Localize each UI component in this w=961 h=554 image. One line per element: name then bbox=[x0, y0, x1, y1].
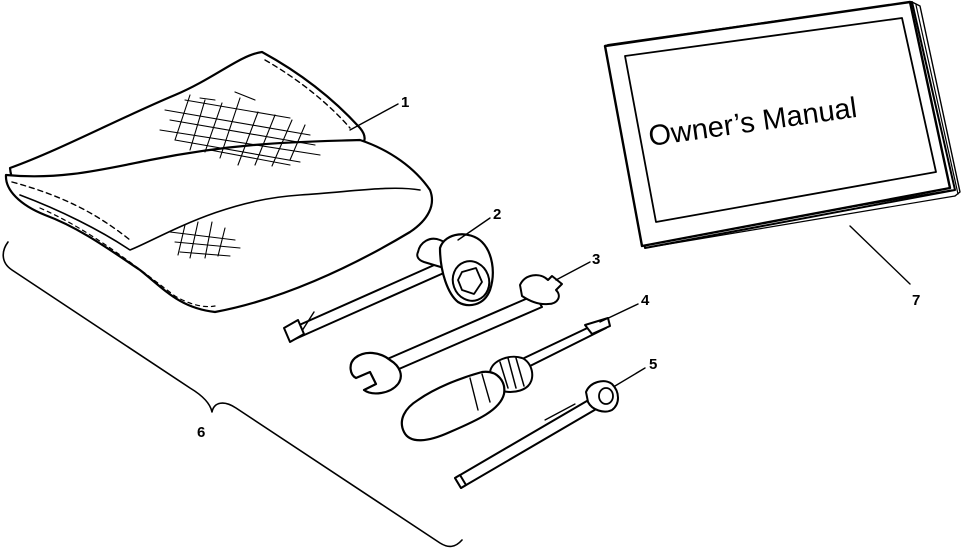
leader-1 bbox=[349, 103, 399, 131]
leader-3 bbox=[555, 261, 591, 281]
callout-1: 1 bbox=[401, 94, 409, 111]
tool-pouch bbox=[4, 50, 434, 314]
screwdriver bbox=[400, 317, 611, 442]
leader-4 bbox=[599, 303, 639, 323]
socket-wrench bbox=[283, 233, 494, 343]
callout-7: 7 bbox=[912, 292, 920, 309]
leader-lines bbox=[349, 103, 911, 387]
kit-bracket bbox=[2, 241, 463, 548]
pouch-texture-top bbox=[159, 91, 321, 167]
pouch-texture-bottom bbox=[169, 221, 241, 259]
callout-2: 2 bbox=[493, 206, 501, 223]
callout-6: 6 bbox=[197, 424, 205, 441]
owners-manual: Owner’s Manual bbox=[603, 0, 961, 249]
spark-plug-wrench bbox=[454, 380, 619, 489]
callout-4: 4 bbox=[641, 292, 650, 309]
callout-5: 5 bbox=[649, 356, 657, 373]
leader-5 bbox=[614, 367, 646, 387]
open-end-wrench bbox=[349, 274, 563, 395]
leader-7 bbox=[849, 225, 911, 285]
callout-3: 3 bbox=[592, 251, 600, 268]
leader-2 bbox=[457, 217, 491, 241]
